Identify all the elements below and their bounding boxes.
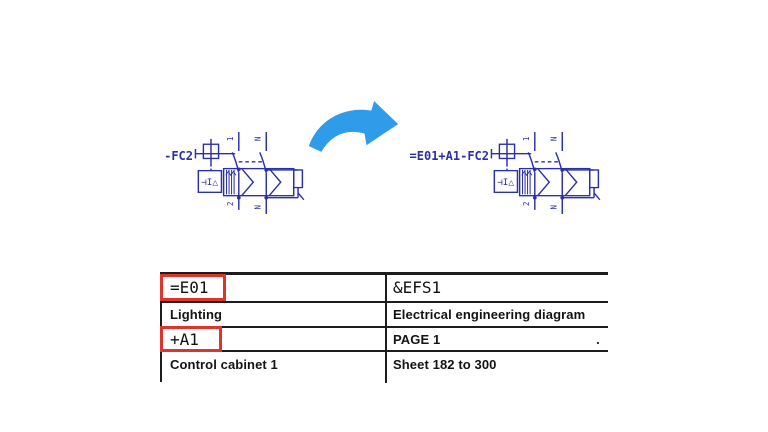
left-device-label: -FC2 [164,149,193,163]
residual-current-sensor-label: ⊣I△ [497,178,514,188]
highlight-box-location-code [160,326,222,352]
table-row: =E01 &EFS1 [162,275,608,303]
function-description: Lighting [170,307,223,322]
terminal-label-top-n: N [549,136,558,141]
residual-current-sensor-label: ⊣I△ [201,178,218,188]
sheet-range: Sheet 182 to 300 [385,352,608,383]
location-code: +A1 [170,330,199,349]
terminal-label-top-n: N [253,136,262,141]
location-description: Control cabinet 1 [170,357,278,372]
terminal-label-top-1: 1 [226,136,235,141]
document-type-code: &EFS1 [385,275,608,301]
table-row: +A1 PAGE 1 [162,328,608,352]
right-device-label: =E01+A1-FC2 [409,149,489,163]
rcd-breaker-symbol-right: 1 N 2 N ⊣I△ [490,132,601,214]
highlight-box-function-code [160,274,226,301]
stray-period-mark: . [596,331,600,347]
table-row: Lighting Electrical engineering diagram [162,303,608,328]
document-description: Electrical engineering diagram [385,303,608,326]
transform-arrow-icon [308,101,399,152]
rcd-breaker-symbol-left: 1 N 2 N ⊣I△ [194,132,305,214]
terminal-label-bottom-2: 2 [226,202,235,206]
terminal-label-bottom-n: N [549,205,558,210]
function-structure-code: =E01 [170,278,209,297]
terminal-label-bottom-n: N [253,205,262,210]
terminal-label-bottom-2: 2 [522,202,531,206]
page-label: PAGE 1 [385,328,608,350]
table-row: Control cabinet 1 Sheet 182 to 300 [162,352,608,383]
reference-designation-table: =E01 &EFS1 Lighting Electrical engineeri… [160,272,608,383]
terminal-label-top-1: 1 [522,136,531,141]
